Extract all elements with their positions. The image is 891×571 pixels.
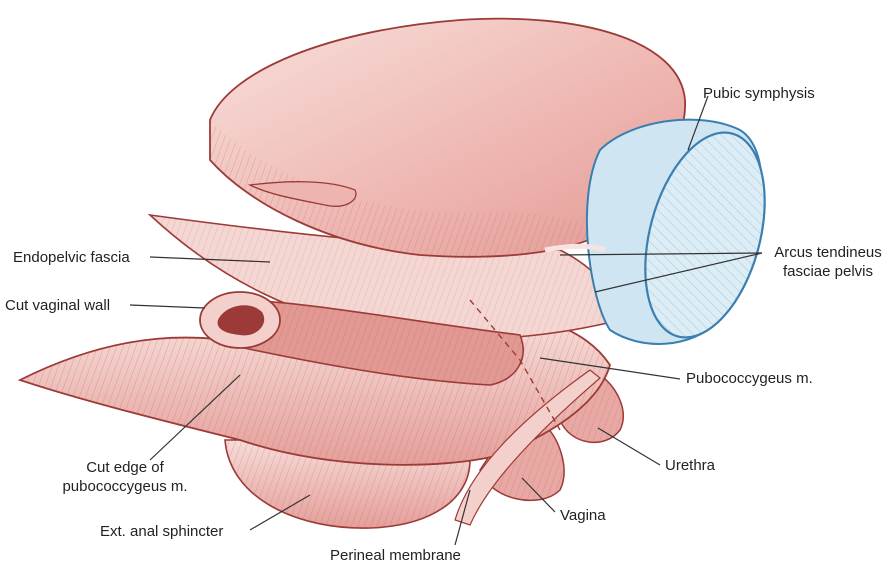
label-pubococcygeus: Pubococcygeus m. xyxy=(686,369,813,388)
label-perineal-membrane: Perineal membrane xyxy=(330,546,461,565)
arcus-tendineus-line xyxy=(545,246,605,250)
label-urethra: Urethra xyxy=(665,456,715,475)
label-cut-edge-line2: pubococcygeus m. xyxy=(40,477,210,496)
leader-cut-vaginal-wall xyxy=(130,305,205,308)
label-arcus-line1: Arcus tendineus xyxy=(768,243,888,262)
label-endopelvic-fascia: Endopelvic fascia xyxy=(13,248,130,267)
label-arcus-line2: fasciae pelvis xyxy=(768,262,888,281)
label-arcus-tendineus: Arcus tendineus fasciae pelvis xyxy=(768,243,888,281)
leader-urethra xyxy=(598,428,660,465)
label-pubic-symphysis: Pubic symphysis xyxy=(703,84,815,103)
label-vagina: Vagina xyxy=(560,506,606,525)
label-ext-anal-sphincter: Ext. anal sphincter xyxy=(100,522,223,541)
pubic-symphysis-bone xyxy=(587,119,785,350)
label-cut-edge: Cut edge of pubococcygeus m. xyxy=(40,458,210,496)
label-cut-edge-line1: Cut edge of xyxy=(40,458,210,477)
label-cut-vaginal-wall: Cut vaginal wall xyxy=(5,296,110,315)
